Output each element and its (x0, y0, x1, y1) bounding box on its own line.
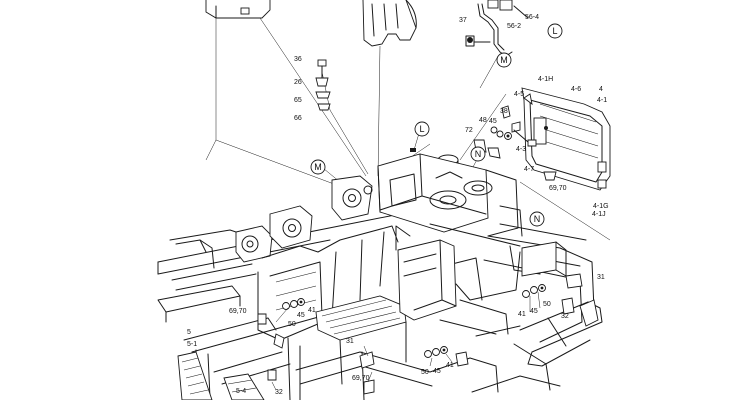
part-label: 69,70 (549, 185, 567, 192)
part-label: 38 (500, 108, 508, 115)
part-label: 4 (599, 86, 603, 93)
part-label: 50 (288, 321, 296, 328)
part-label: 56-4 (525, 14, 539, 21)
main-frame (157, 153, 603, 400)
part-label: 4-1J (592, 211, 606, 218)
part-label: 4-6 (571, 86, 581, 93)
callout-N-top: N (470, 146, 486, 162)
part-label: 32 (275, 389, 283, 396)
part-label: 37 (459, 17, 467, 24)
part-label: 4-1 (597, 97, 607, 104)
part-label: 50 (543, 301, 551, 308)
part-label: 31 (346, 338, 354, 345)
part-label: 4-5 (514, 91, 524, 98)
part-label: 41 (518, 311, 526, 318)
part-labels: 37 56-4 56-2 36 26 65 66 4-1H 4-6 4 4-1 … (187, 14, 609, 396)
part-label: 72 (465, 127, 473, 134)
part-label: 26 (294, 79, 302, 86)
part-label: 5 (187, 329, 191, 336)
part-label: 69,70 (229, 308, 247, 315)
part-label: 41 (446, 362, 454, 369)
part-label: 45 (433, 368, 441, 375)
tank-cover-part (362, 0, 417, 47)
fastener-stack (315, 59, 331, 111)
part-label: 5-4 (236, 388, 246, 395)
battery-box-part (205, 0, 271, 19)
callout-M-top: M (496, 52, 512, 68)
callout-M-frame: M (310, 159, 326, 175)
part-label: 31 (597, 274, 605, 281)
part-label: 56-2 (507, 23, 521, 30)
part-label: 4-7 (524, 166, 534, 173)
side-door-panel (521, 87, 611, 191)
striped-duct (177, 351, 265, 400)
part-label: 32 (561, 313, 569, 320)
part-label: 5-1 (187, 341, 197, 348)
callout-text: M (500, 55, 508, 65)
callout-text: L (552, 26, 557, 36)
callout-text: L (419, 124, 424, 134)
part-label: 50 (421, 369, 429, 376)
part-label: 4-1G (593, 203, 609, 210)
callout-N-frame: N (529, 211, 545, 227)
part-label: 48 (479, 117, 487, 124)
part-label: 69,70 (352, 375, 370, 382)
part-label: 65 (294, 97, 302, 104)
part-label: 36 (294, 56, 302, 63)
part-label: 4-1H (538, 76, 553, 83)
part-label: 41 (308, 307, 316, 314)
part-label: 66 (294, 115, 302, 122)
part-label: 45 (530, 308, 538, 315)
part-label: 45 (489, 118, 497, 125)
callout-text: N (475, 149, 482, 159)
callout-L-top: L (547, 23, 563, 39)
part-label: 45 (297, 312, 305, 319)
callout-L-frame: L (414, 121, 430, 137)
fasteners-frame (257, 273, 583, 395)
callout-text: M (314, 162, 322, 172)
callout-text: N (534, 214, 541, 224)
part-label: 4-3 (516, 146, 526, 153)
